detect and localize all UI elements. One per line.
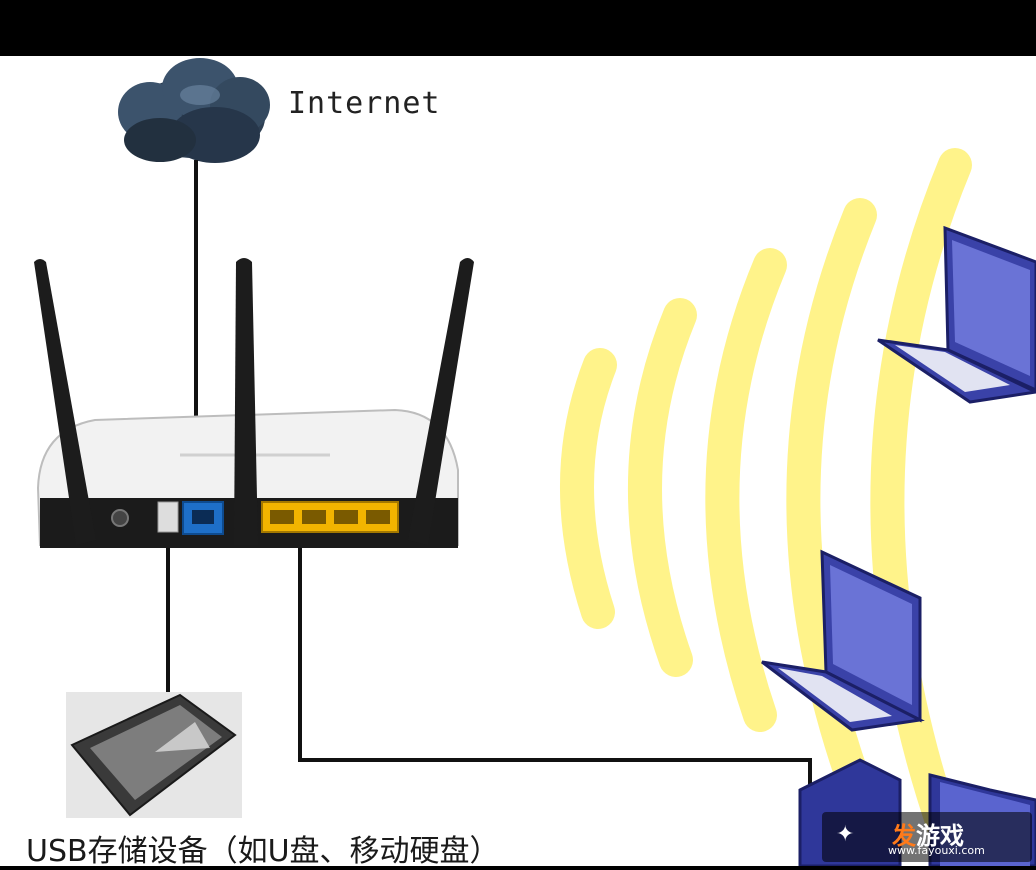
lan-cable [298,545,812,800]
power-port [111,509,129,527]
antenna-center [234,258,258,545]
game-icon: ✦ [836,822,855,847]
antenna-left [34,259,96,545]
usb-drive-icon [66,692,242,818]
wifi-waves-icon [560,148,972,847]
watermark-url: www.fayouxi.com [888,844,985,857]
router-icon [34,258,474,548]
cloud-icon [118,58,270,163]
watermark-logo: 发游戏 [892,816,964,851]
internet-label: Internet [288,86,441,121]
laptop-icon [877,225,1036,404]
usb-port [157,501,179,533]
laptop-icon [761,549,925,732]
watermark: ✦ 发游戏 www.fayouxi.com [822,812,1032,862]
watermark-brand-rest: 游戏 [916,822,964,850]
antenna-right [408,258,474,545]
watermark-brand-accent: 发 [892,822,916,850]
usb-storage-label: USB存储设备（如U盘、移动硬盘） [26,834,500,869]
